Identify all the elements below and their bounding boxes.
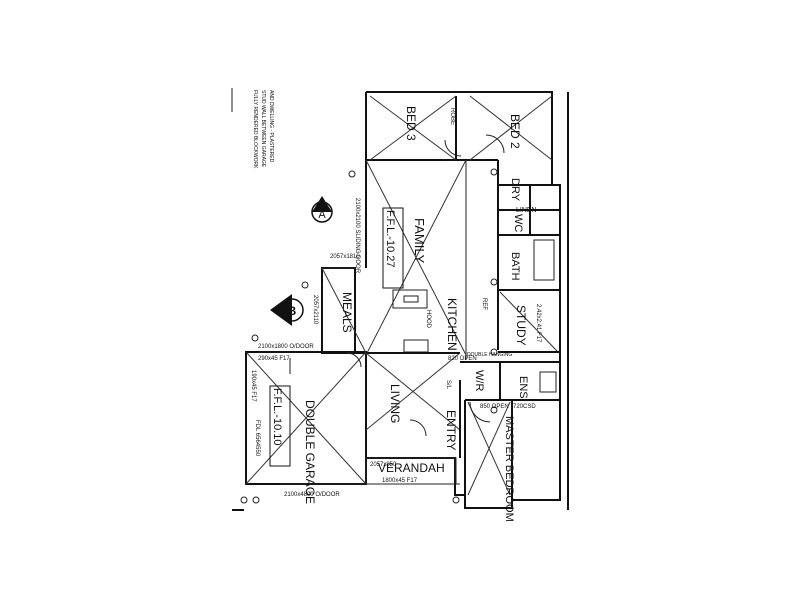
room-label-entry: ENTRY [444,410,458,450]
section-label-a: A [318,209,326,221]
label-verandah-dims: 1800x45 F17 [382,478,418,484]
room-label-garage: DOUBLE GARAGE [303,400,317,504]
room-label-meals: MEALS [340,292,354,333]
label-master-dims: 720CSD [513,404,536,410]
note-line-2: STUD WALL BETWEEN GARAGE [260,90,266,168]
room-label-bath: BATH [509,252,521,281]
label-bottom-window: 2057x850 [370,462,397,468]
section-marker-b: B [270,294,304,326]
label-study-dims: 2.42x2.41 F17 [535,304,541,343]
section-label-b: B [288,304,297,318]
room-label-living: LIVING [388,384,402,423]
room-label-study: STUDY [514,305,528,346]
room-label-bed2: BED 2 [508,114,522,149]
ffl-family-box [382,207,404,289]
label-window-family: 2057x1810 [330,254,360,260]
label-garage-dims-b: 290x45 F17 [258,356,290,362]
room-label-wr: W/R [473,370,485,391]
room-label-family: FAMILY [412,218,427,264]
room-label-kitchen: KITCHEN [445,298,459,351]
room-label-master: MASTER BEDROOM [503,416,515,522]
note-line-3: AND DWELLING - PLASTERED [268,90,274,163]
note-line-1: FULLY RENDERED BLOCKWORK [252,90,258,169]
room-label-bed3: BED 3 [404,106,418,141]
verandah-structure [280,457,460,485]
label-sl: S/L [445,380,451,390]
label-garage-window: 2100x4800 O/DOOR [284,492,340,498]
ffl-garage-box [269,385,291,467]
room-label-dry: DRY [509,178,521,202]
section-marker-a: A [311,196,333,223]
room-label-linen: LINEN [516,207,537,214]
ffl-garage-label: F.F.L.-10.10 [271,388,283,445]
label-robe: ROBE [449,108,455,125]
outer-walls [321,91,561,509]
ffl-family-label: F.F.L.-10.27 [384,210,396,267]
label-ref: REF [481,298,487,310]
label-garage-notes: FDL 6564550 [254,420,260,457]
label-open-820: 820 OPEN [448,356,477,362]
label-hood: HOOD [425,310,431,329]
room-label-verandah: VERANDAH [378,461,445,475]
room-label-ens: ENS [517,376,529,399]
room-label-wc: WC [512,214,524,232]
label-double-hanging: DOUBLE HANGING [467,352,512,358]
label-sliding-door: 2100x2100 SLIDING DOOR [354,198,360,274]
label-window-top: 2100x1800 O/DOOR [258,344,314,350]
interior-walls [321,95,560,500]
label-window-meals: 2057x2110 [312,295,318,325]
label-open-850: 850 OPEN [480,404,509,410]
label-garage-dims-a: 190x45 F17 [250,370,256,402]
gridline-markers [240,168,498,504]
